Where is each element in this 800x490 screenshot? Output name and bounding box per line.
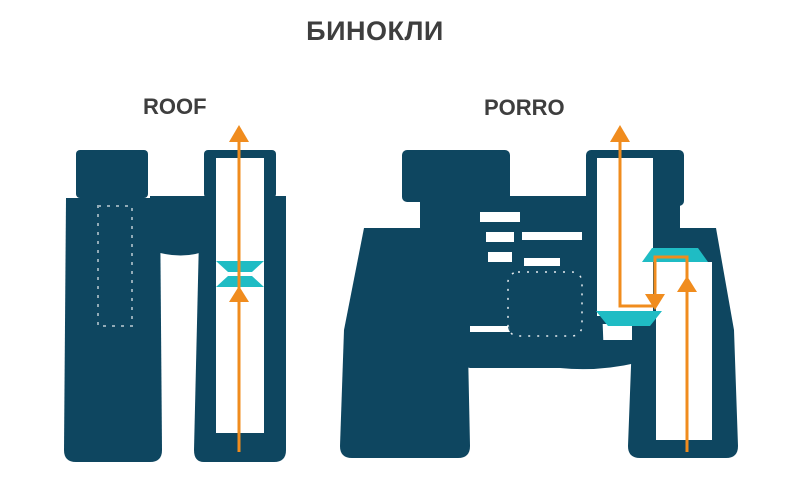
porro-hinge-detail-1 (480, 212, 520, 222)
porro-prism-lower (596, 311, 662, 326)
porro-hinge-detail-3 (488, 252, 512, 262)
porro-prism-upper (642, 248, 708, 262)
porro-eyepiece-cutaway (597, 158, 653, 316)
porro-light-path-fold (653, 255, 689, 300)
roof-left-texture (97, 205, 133, 327)
roof-bridge (150, 196, 212, 256)
porro-arrow-top-icon (610, 125, 630, 142)
porro-hinge-detail-4 (522, 232, 582, 240)
porro-bottom-bridge (450, 340, 640, 370)
porro-arrow-up-icon (677, 276, 697, 292)
roof-left-barrel (64, 198, 162, 462)
diagram-title: БИНОКЛИ (306, 16, 444, 46)
roof-arrow-mid-icon (229, 286, 249, 302)
porro-hinge-detail-6 (470, 326, 510, 332)
roof-left-eyecup (76, 150, 148, 198)
roof-binocular (64, 125, 286, 462)
porro-arrow-down-icon (645, 294, 665, 310)
porro-left-objective (340, 228, 470, 458)
porro-label: PORRO (484, 95, 565, 120)
porro-hinge-detail-2 (486, 232, 514, 242)
roof-arrow-top-icon (229, 125, 249, 142)
porro-light-path-return (618, 138, 655, 308)
porro-focus-wheel (507, 271, 583, 337)
porro-left-eyecup (402, 150, 510, 202)
roof-label: ROOF (143, 94, 207, 119)
porro-hinge-detail-5 (524, 258, 560, 266)
porro-binocular (340, 125, 738, 458)
